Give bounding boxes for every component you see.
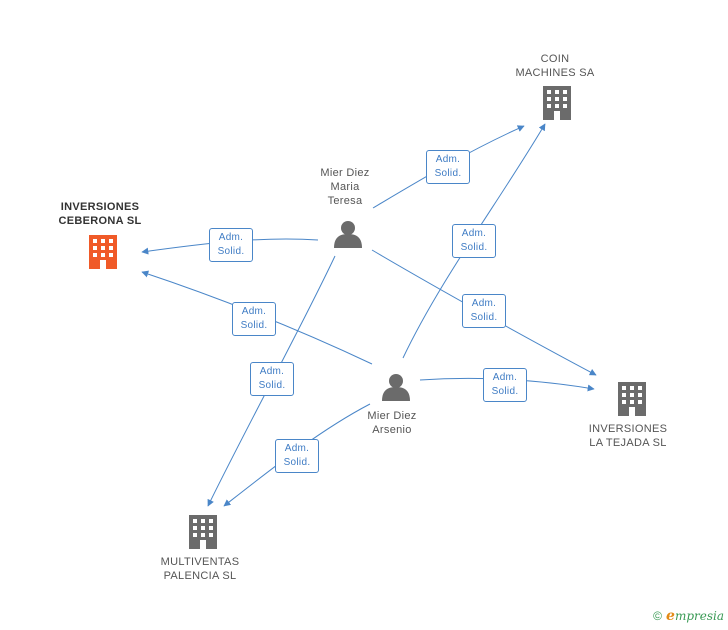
brand-logo-text: mpresia <box>674 609 724 623</box>
node-label-tejada[interactable]: INVERSIONES LA TEJADA SL <box>588 423 668 449</box>
building-icon-multiventas[interactable] <box>189 515 217 549</box>
node-label-multiventas[interactable]: MULTIVENTAS PALENCIA SL <box>160 556 240 582</box>
brand-logo-first-letter: e <box>666 608 675 624</box>
person-icon-maria[interactable] <box>334 221 362 248</box>
node-label-arsenio[interactable]: Mier Diez Arsenio <box>367 410 417 436</box>
copyright-icon: © <box>653 609 663 623</box>
edge-label-maria-multiventas: Adm. Solid. <box>250 362 294 396</box>
edge-label-arsenio-ceberona: Adm. Solid. <box>232 302 276 336</box>
brand-logo: © empresia <box>653 608 724 624</box>
edge-label-arsenio-coin: Adm. Solid. <box>452 224 496 258</box>
node-label-coin[interactable]: COIN MACHINES SA <box>515 53 595 79</box>
edge-label-arsenio-multiventas: Adm. Solid. <box>275 439 319 473</box>
node-label-maria[interactable]: Mier Diez Maria Teresa <box>320 167 370 207</box>
edge-label-arsenio-tejada: Adm. Solid. <box>483 368 527 402</box>
node-label-ceberona[interactable]: INVERSIONES CEBERONA SL <box>58 201 142 227</box>
edge-label-maria-coin: Adm. Solid. <box>426 150 470 184</box>
edge-label-maria-ceberona: Adm. Solid. <box>209 228 253 262</box>
person-icon-arsenio[interactable] <box>382 374 410 401</box>
edge-label-maria-tejada: Adm. Solid. <box>462 294 506 328</box>
building-icon-tejada[interactable] <box>618 382 646 416</box>
building-icon-ceberona[interactable] <box>89 235 117 269</box>
building-icon-coin[interactable] <box>543 86 571 120</box>
